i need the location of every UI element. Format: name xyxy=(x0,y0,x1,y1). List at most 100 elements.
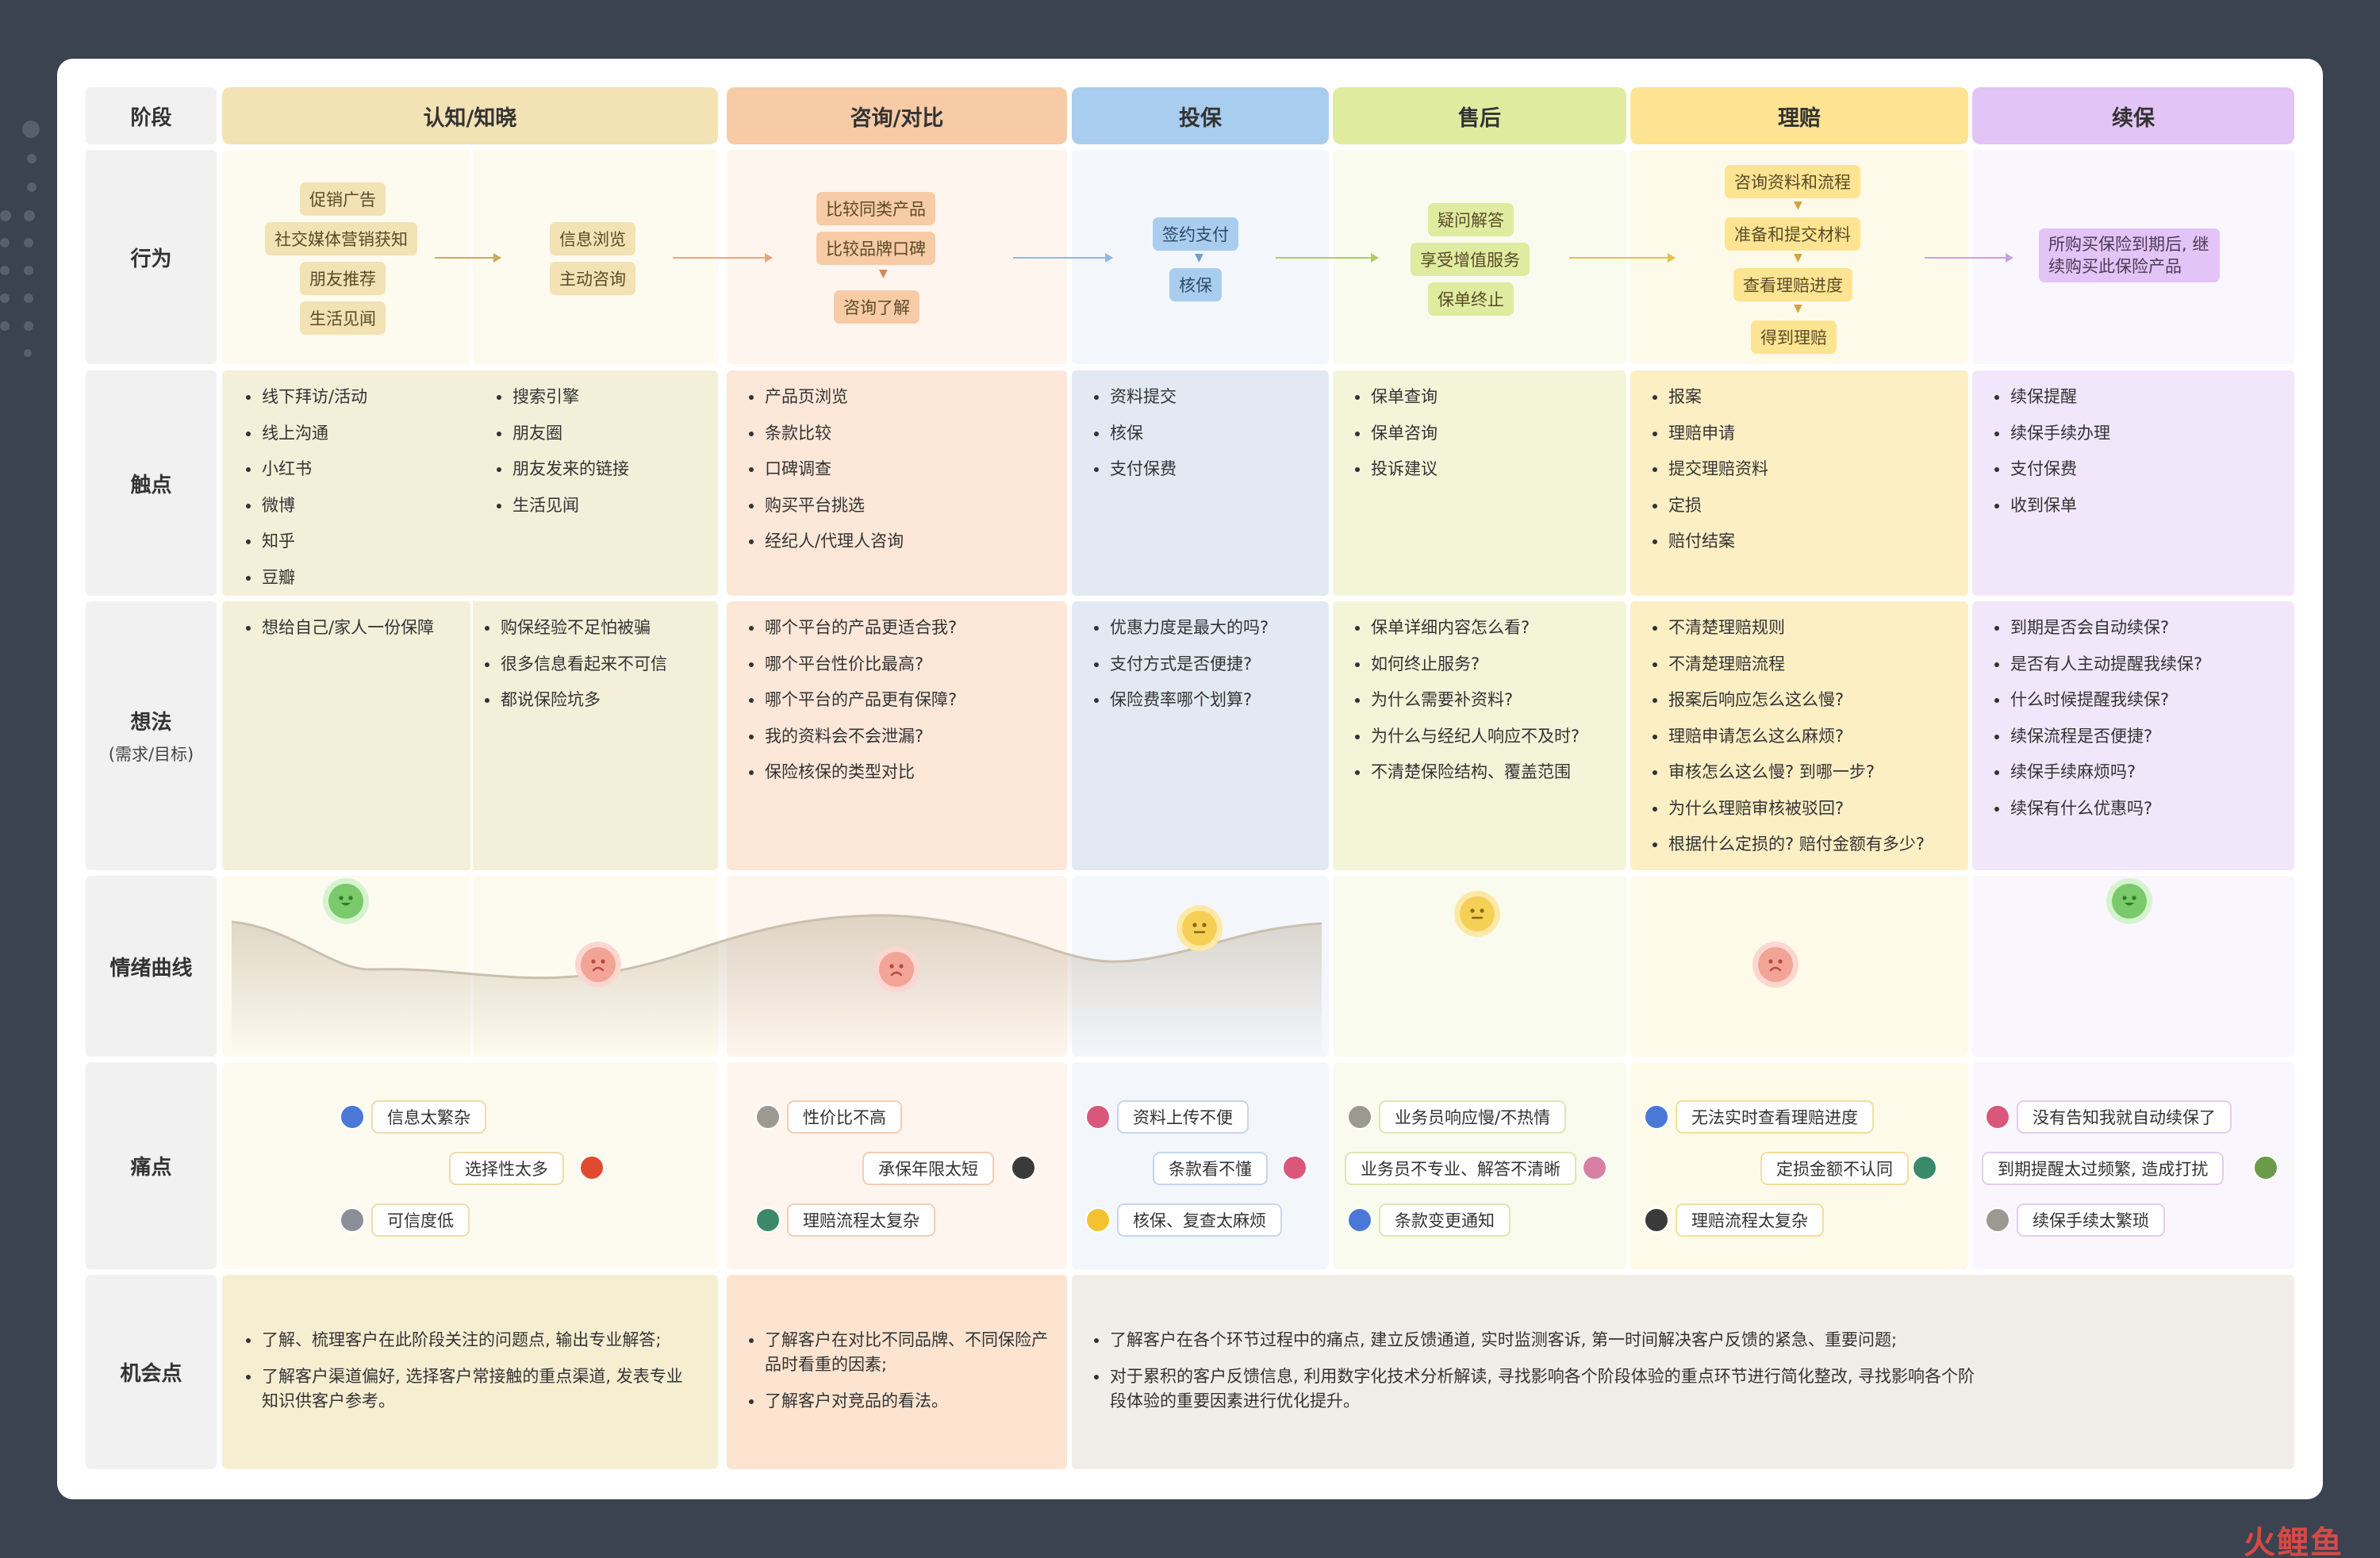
behavior-tag: 主动咨询 xyxy=(550,262,635,295)
pain-point-tag: 信息太繁杂 xyxy=(371,1100,486,1134)
touchpoint-item: 续保手续办理 xyxy=(1993,416,2110,452)
decorative-dots xyxy=(0,103,56,405)
pain-point-tag: 条款变更通知 xyxy=(1379,1203,1511,1237)
bg-aftersale-thought xyxy=(1333,601,1626,870)
touchpoint-item: 理赔申请 xyxy=(1651,416,1768,452)
behavior-tag: 信息浏览 xyxy=(550,222,635,255)
touchpoint-item: 支付保费 xyxy=(1993,451,2110,488)
bg-claim-thought xyxy=(1630,601,1968,870)
row-label-emotion: 情绪曲线 xyxy=(86,876,217,1057)
flow-arrow xyxy=(673,253,773,263)
stage-header-insure: 投保 xyxy=(1072,87,1329,144)
pain-point-tag: 没有告知我就自动续保了 xyxy=(2017,1100,2232,1134)
emotion-sad-face-icon xyxy=(873,946,919,992)
behavior-tag: 查看理赔进度 xyxy=(1733,268,1852,301)
behavior-tag: 疑问解答 xyxy=(1428,203,1514,236)
touchpoint-item: 续保提醒 xyxy=(1993,379,2110,416)
user-avatar-icon xyxy=(1085,1207,1111,1233)
pain-point-tag: 定损金额不认同 xyxy=(1760,1152,1909,1185)
behavior-tag: 享受增值服务 xyxy=(1411,243,1530,276)
touchpoint-item: 小红书 xyxy=(244,451,367,488)
user-avatar-icon xyxy=(2253,1155,2278,1180)
bg-awareness-thought xyxy=(222,601,718,870)
touchpoint-item: 资料提交 xyxy=(1092,379,1177,416)
pain-point-tag: 续保手续太繁琐 xyxy=(2017,1203,2165,1237)
bg-renew-thought xyxy=(1972,601,2294,870)
pain-point-tag: 业务员响应慢/不热情 xyxy=(1379,1100,1567,1134)
emotion-curve xyxy=(231,914,1322,1057)
behavior-tag: 朋友推荐 xyxy=(300,262,386,295)
row-label-opportunity: 机会点 xyxy=(86,1275,217,1469)
stage-header-claim: 理赔 xyxy=(1630,87,1968,144)
pain-point-tag: 无法实时查看理赔进度 xyxy=(1676,1100,1874,1134)
touchpoint-item: 生活见闻 xyxy=(495,488,629,524)
behavior-tag: 签约支付 xyxy=(1153,217,1238,251)
thought-item: 到期是否会自动续保? xyxy=(1993,610,2202,647)
thought-list-awareness-2: 购保经验不足怕被骗 很多信息看起来不可信 都说保险坑多 xyxy=(483,610,667,719)
touchpoint-item: 收到保单 xyxy=(1993,488,2110,524)
bg-claim-emotion xyxy=(1630,876,1968,1057)
touchpoint-item: 豆瓣 xyxy=(244,560,367,597)
bg-renew-touch xyxy=(1972,370,2294,596)
thought-item: 为什么与经纪人响应不及时? xyxy=(1353,719,1580,755)
bg-awareness-touch xyxy=(222,370,718,596)
behavior-tag: 得到理赔 xyxy=(1751,320,1837,354)
thought-item: 续保手续麻烦吗? xyxy=(1993,754,2202,791)
thought-item: 想给自己/家人一份保障 xyxy=(244,610,434,647)
user-avatar-icon xyxy=(1347,1104,1372,1130)
stage-header-aftersale: 售后 xyxy=(1333,87,1626,144)
row-label-pain: 痛点 xyxy=(86,1062,217,1269)
bg-insure-touch xyxy=(1072,370,1329,596)
thought-item: 我的资料会不会泄漏? xyxy=(747,719,957,755)
user-avatar-icon xyxy=(755,1104,781,1130)
thought-item: 不清楚理赔流程 xyxy=(1651,647,1925,683)
touchpoint-list-claim: 报案 理赔申请 提交理赔资料 定损 赔付结案 xyxy=(1651,379,1768,560)
flow-down-arrow: ▼ xyxy=(879,267,888,280)
flow-down-arrow: ▼ xyxy=(1195,251,1203,264)
touchpoint-item: 经纪人/代理人咨询 xyxy=(747,524,904,560)
pain-point-tag: 业务员不专业、解答不清晰 xyxy=(1345,1152,1576,1185)
stage-header-consult: 咨询/对比 xyxy=(727,87,1067,144)
flow-arrow xyxy=(1925,253,2013,263)
behavior-tag: 咨询资料和流程 xyxy=(1725,165,1860,198)
flow-down-arrow: ▼ xyxy=(1794,302,1802,315)
touchpoint-item: 保单咨询 xyxy=(1353,416,1438,452)
thought-list-aftersale: 保单详细内容怎么看? 如何终止服务? 为什么需要补资料? 为什么与经纪人响应不及… xyxy=(1353,610,1580,791)
touchpoint-item: 产品页浏览 xyxy=(747,379,904,416)
user-avatar-icon xyxy=(1582,1155,1607,1180)
touchpoint-list-awareness-2: 搜索引擎 朋友圈 朋友发来的链接 生活见闻 xyxy=(495,379,629,524)
user-avatar-icon xyxy=(1282,1155,1307,1180)
flow-arrow xyxy=(1276,253,1379,263)
pain-point-tag: 到期提醒太过频繁, 造成打扰 xyxy=(1982,1152,2225,1185)
thought-list-awareness-1: 想给自己/家人一份保障 xyxy=(244,610,434,647)
opportunity-list-awareness: 了解、梳理客户在此阶段关注的问题点, 输出专业解答; 了解客户渠道偏好, 选择客… xyxy=(244,1328,689,1426)
thought-list-insure: 优惠力度是最大的吗? 支付方式是否便捷? 保险费率哪个划算? xyxy=(1092,610,1269,719)
flow-arrow xyxy=(1013,253,1113,263)
user-avatar-icon xyxy=(340,1207,365,1233)
opportunity-item: 对于累积的客户反馈信息, 利用数字化技术分析解读, 寻找影响各个阶段体验的重点环… xyxy=(1092,1364,1981,1414)
touchpoint-item: 购买平台挑选 xyxy=(747,488,904,524)
awareness-divider-emotion xyxy=(470,876,473,1057)
opportunity-item: 了解客户对竞品的看法。 xyxy=(747,1389,1049,1414)
thought-item: 保险核保的类型对比 xyxy=(747,754,957,791)
thought-item: 续保有什么优惠吗? xyxy=(1993,791,2202,827)
touchpoint-item: 条款比较 xyxy=(747,416,904,452)
thought-item: 保险费率哪个划算? xyxy=(1092,682,1269,719)
behavior-tag: 比较同类产品 xyxy=(816,192,935,225)
thought-item: 续保流程是否便捷? xyxy=(1993,719,2202,755)
thought-item: 不清楚理赔规则 xyxy=(1651,610,1925,647)
journey-map-card: 阶段 认知/知晓 咨询/对比 投保 售后 理赔 续保 行为 触点 想法(需求/目… xyxy=(57,59,2323,1499)
touchpoint-item: 支付保费 xyxy=(1092,451,1177,488)
thought-item: 为什么需要补资料? xyxy=(1353,682,1580,719)
user-avatar-icon xyxy=(579,1155,605,1180)
thought-item: 理赔申请怎么这么麻烦? xyxy=(1651,719,1925,755)
touchpoint-item: 知乎 xyxy=(244,524,367,560)
thought-item: 是否有人主动提醒我续保? xyxy=(1993,647,2202,683)
touchpoint-item: 核保 xyxy=(1092,416,1177,452)
behavior-tag: 比较品牌口碑 xyxy=(816,232,935,265)
pain-point-tag: 理赔流程太复杂 xyxy=(787,1203,935,1237)
awareness-divider-thought xyxy=(470,601,473,870)
touchpoint-item: 赔付结案 xyxy=(1651,524,1768,560)
touchpoint-list-insure: 资料提交 核保 支付保费 xyxy=(1092,379,1177,488)
pain-point-tag: 核保、复查太麻烦 xyxy=(1117,1203,1282,1237)
